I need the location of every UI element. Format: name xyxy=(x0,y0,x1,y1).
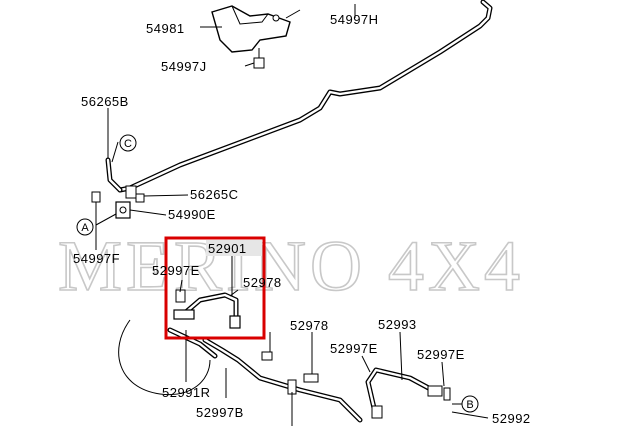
svg-text:A: A xyxy=(81,222,89,234)
label-52997B: 52997B xyxy=(196,405,244,420)
main-brake-pipe xyxy=(105,0,493,193)
brake-backing-plate xyxy=(118,319,211,396)
leader-lines xyxy=(95,4,489,426)
hose-52901 xyxy=(173,289,241,329)
callout-b: B xyxy=(461,395,479,413)
watermark: MERINO 4X4 xyxy=(58,226,524,306)
label-56265C: 56265C xyxy=(190,187,239,202)
label-54990E: 54990E xyxy=(168,207,216,222)
clip-56265C xyxy=(125,185,145,203)
highlight-label-bg xyxy=(206,240,262,256)
label-52992: 52992 xyxy=(492,411,531,426)
bolt-54997F xyxy=(91,191,101,203)
lower-brake-pipe xyxy=(167,327,451,423)
clip-54990E xyxy=(115,201,131,219)
label-52978-b: 52978 xyxy=(290,318,329,333)
label-54997J: 54997J xyxy=(161,59,207,74)
label-54997F: 54997F xyxy=(73,251,120,266)
label-52997E-a: 52997E xyxy=(152,263,200,278)
label-52978-a: 52978 xyxy=(243,275,282,290)
svg-text:B: B xyxy=(466,399,473,411)
bolt-54997J xyxy=(253,48,265,69)
callout-c: C xyxy=(119,134,137,152)
label-52997E-c: 52997E xyxy=(417,347,465,362)
label-56265B: 56265B xyxy=(81,94,129,109)
label-52991R: 52991R xyxy=(162,385,211,400)
label-54981: 54981 xyxy=(146,21,185,36)
label-54997H: 54997H xyxy=(330,12,379,27)
bracket-54981 xyxy=(211,5,291,53)
callout-a: A xyxy=(76,218,94,236)
label-52997E-b: 52997E xyxy=(330,341,378,356)
highlight-box xyxy=(164,236,266,340)
label-52993: 52993 xyxy=(378,317,417,332)
label-52901: 52901 xyxy=(208,241,247,256)
svg-text:C: C xyxy=(124,138,132,150)
